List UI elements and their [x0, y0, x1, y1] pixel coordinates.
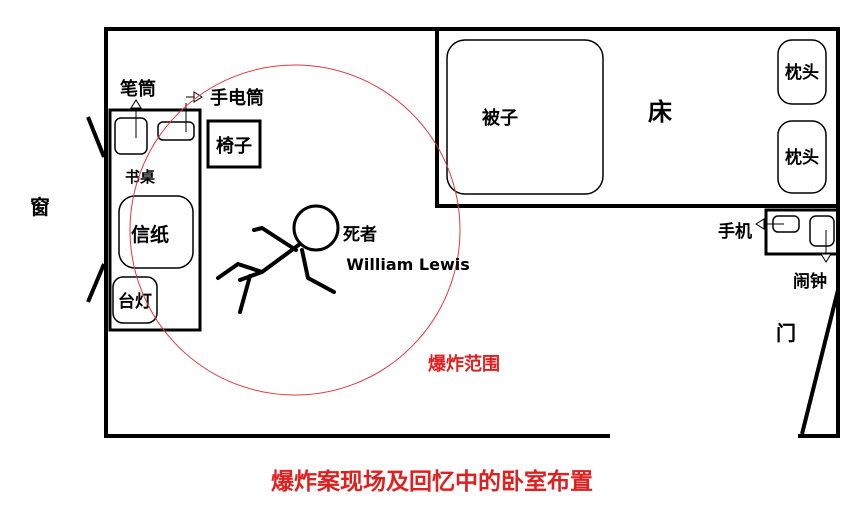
- window-mark-bottom: [86, 263, 106, 303]
- alarm-clock-shape: [809, 215, 835, 247]
- caption: 爆炸案现场及回忆中的卧室布置: [271, 468, 593, 495]
- bed: [435, 27, 840, 208]
- pillow-bottom-label: 枕头: [785, 147, 819, 168]
- door-leaf: [800, 289, 840, 435]
- window-label: 窗: [30, 195, 50, 219]
- window: [86, 116, 106, 303]
- desk: [108, 108, 202, 332]
- blast-radius-circle: [129, 64, 461, 396]
- pen-holder-shape: [114, 117, 148, 155]
- blast-label: 爆炸范围: [428, 353, 500, 375]
- victim-label: 死者: [343, 224, 377, 245]
- quilt: [446, 39, 604, 195]
- desk-lamp-label: 台灯: [118, 291, 152, 312]
- alarm-clock-arrow: [820, 230, 832, 263]
- pen-holder-arrow-head: [130, 99, 142, 109]
- bed-label: 床: [648, 98, 672, 126]
- desk-lamp-shape: [112, 276, 158, 324]
- chair-label: 椅子: [216, 135, 252, 157]
- alarm-clock-arrow-head: [820, 253, 832, 263]
- phone-label: 手机: [718, 221, 752, 242]
- victim-arm-lower: [300, 248, 336, 294]
- pillow-bottom: [777, 120, 827, 194]
- victim-leg-lower: [238, 274, 252, 314]
- alarm-clock-label: 闹钟: [793, 271, 827, 292]
- flashlight-label: 手电筒: [210, 87, 264, 109]
- chair: [206, 119, 262, 169]
- victim-name: William Lewis: [346, 255, 469, 274]
- phone-arrow-head: [755, 218, 765, 230]
- pen-holder-arrow: [130, 99, 142, 138]
- flashlight-shape: [157, 121, 195, 141]
- pillow-top-label: 枕头: [785, 62, 819, 83]
- door-label: 门: [776, 321, 796, 345]
- letter-paper-label: 信纸: [131, 223, 169, 246]
- victim-arm-upper: [252, 226, 298, 252]
- quilt-label: 被子: [482, 107, 518, 129]
- nightstand: [764, 208, 840, 256]
- victim-head: [292, 204, 340, 252]
- victim-figure: [216, 204, 340, 314]
- letter-paper-shape: [118, 195, 194, 269]
- pen-holder-label: 笔筒: [120, 78, 156, 100]
- window-mark-top: [86, 116, 106, 158]
- phone-arrow: [755, 218, 784, 230]
- pillow-top: [777, 39, 827, 105]
- victim-leg-upper: [216, 262, 264, 280]
- desk-label: 书桌: [125, 168, 156, 186]
